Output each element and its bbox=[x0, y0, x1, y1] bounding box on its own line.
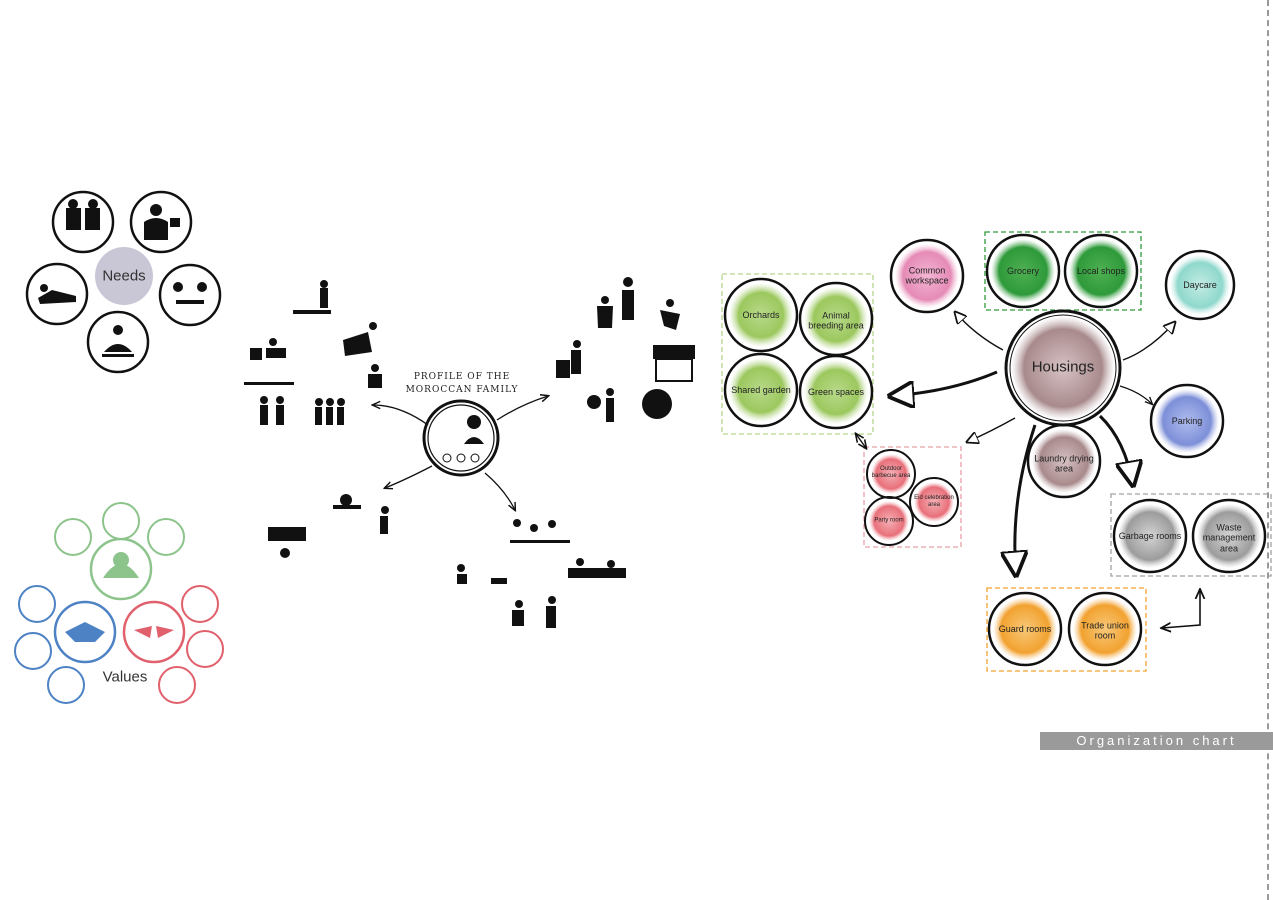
hub-label: Housings bbox=[1031, 358, 1095, 376]
room-laundry bbox=[1026, 423, 1102, 499]
profile-title-line1: Profile of the bbox=[413, 371, 511, 382]
room-label-trade-union: Trade union room bbox=[1081, 620, 1129, 641]
room-label-local-shops: Local shops bbox=[1076, 265, 1126, 276]
open-hands-icon bbox=[134, 626, 174, 638]
room-grocery bbox=[985, 233, 1061, 309]
guard-group-box bbox=[986, 587, 1147, 672]
room-garbage bbox=[1112, 498, 1188, 574]
room-label-common-workspace: Common workspace bbox=[905, 265, 949, 286]
waste-group-box bbox=[1110, 493, 1272, 577]
room-label-laundry: Laundry drying area bbox=[1034, 453, 1094, 474]
room-label-party: Party room bbox=[874, 517, 904, 524]
room-label-animal-breeding: Animal breeding area bbox=[808, 310, 864, 331]
room-waste bbox=[1191, 498, 1267, 574]
needs-cluster bbox=[25, 190, 222, 374]
needs-center bbox=[95, 247, 153, 305]
hub-arrows bbox=[856, 312, 1200, 628]
room-party bbox=[864, 496, 914, 546]
celebration-group-box bbox=[863, 446, 962, 548]
footer-title: Organization chart bbox=[1076, 733, 1237, 748]
people-icon bbox=[244, 277, 695, 628]
room-trade-union bbox=[1067, 591, 1143, 667]
family-icon bbox=[467, 415, 481, 429]
footer-bar bbox=[1040, 732, 1273, 750]
recycle-hands-icon bbox=[103, 564, 139, 578]
needs-social-icon bbox=[158, 263, 222, 327]
profile-hub bbox=[422, 399, 500, 477]
needs-rest-icon bbox=[25, 262, 89, 326]
needs-security-icon bbox=[129, 190, 193, 254]
room-common-workspace bbox=[889, 238, 965, 314]
room-label-guard: Guard rooms bbox=[998, 623, 1052, 634]
handshake-icon bbox=[65, 622, 105, 642]
room-shared-garden bbox=[723, 352, 799, 428]
profile-title-line2: Moroccan family bbox=[405, 384, 519, 395]
room-daycare bbox=[1164, 249, 1236, 321]
room-label-waste: Waste management area bbox=[1202, 522, 1256, 554]
room-label-garbage: Garbage rooms bbox=[1118, 530, 1182, 541]
room-label-grocery: Grocery bbox=[1006, 265, 1040, 276]
room-local-shops bbox=[1063, 233, 1139, 309]
room-label-parking: Parking bbox=[1171, 415, 1203, 426]
page-edge-dash bbox=[1267, 0, 1269, 900]
green-group-box bbox=[721, 273, 874, 435]
room-green-spaces bbox=[798, 354, 874, 430]
room-orchards bbox=[723, 277, 799, 353]
room-label-eid: Eid celebration area bbox=[914, 495, 954, 508]
room-label-shared-garden: Shared garden bbox=[731, 384, 791, 395]
room-circles bbox=[723, 233, 1267, 667]
values-label: Values bbox=[102, 668, 148, 686]
room-guard bbox=[987, 591, 1063, 667]
needs-label: Needs bbox=[102, 267, 146, 285]
needs-exchange-icon bbox=[51, 190, 115, 254]
needs-meditation-icon bbox=[86, 310, 150, 374]
room-label-orchards: Orchards bbox=[742, 309, 780, 320]
room-label-daycare: Daycare bbox=[1183, 279, 1217, 290]
room-label-outdoor-bbq: Outdoor barbecue area bbox=[871, 466, 911, 479]
room-parking bbox=[1149, 383, 1225, 459]
room-eid bbox=[909, 477, 959, 527]
values-cluster bbox=[14, 502, 224, 704]
room-label-green-spaces: Green spaces bbox=[807, 386, 865, 397]
